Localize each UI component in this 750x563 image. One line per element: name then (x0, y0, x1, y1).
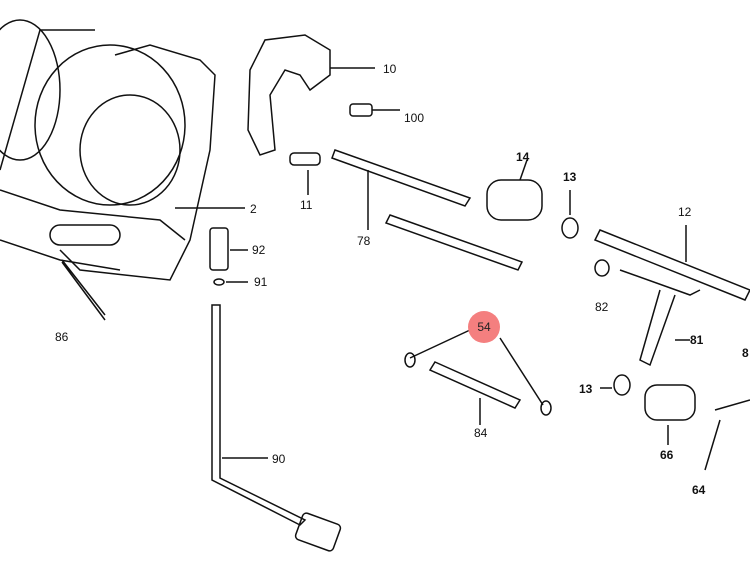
part-label-91: 91 (254, 275, 268, 289)
part-label-11: 11 (300, 198, 313, 212)
part-label-82: 82 (595, 300, 609, 314)
part-label-86: 86 (55, 330, 69, 344)
part-label-2: 2 (250, 202, 257, 216)
carburetor-body (0, 19, 216, 281)
part-label-100: 100 (404, 111, 425, 125)
part-label-78: 78 (357, 234, 371, 248)
part-label-12: 12 (678, 205, 692, 219)
part-label-90: 90 (272, 452, 286, 466)
part-label-64: 64 (692, 483, 706, 497)
part-lines (61, 34, 750, 552)
part-label-10: 10 (383, 62, 397, 76)
part-label-92: 92 (252, 243, 266, 257)
part-label-13: 13 (563, 170, 577, 184)
part-label-14: 14 (516, 150, 530, 164)
part-label-13-lower: 13 (579, 382, 593, 396)
part-label-84: 84 (474, 426, 488, 440)
part-label-8: 8 (742, 346, 749, 360)
highlighted-part-54[interactable]: 54 (468, 311, 500, 343)
part-label-81: 81 (690, 333, 704, 347)
part-label-54: 54 (477, 320, 491, 334)
part-label-66: 66 (660, 448, 674, 462)
